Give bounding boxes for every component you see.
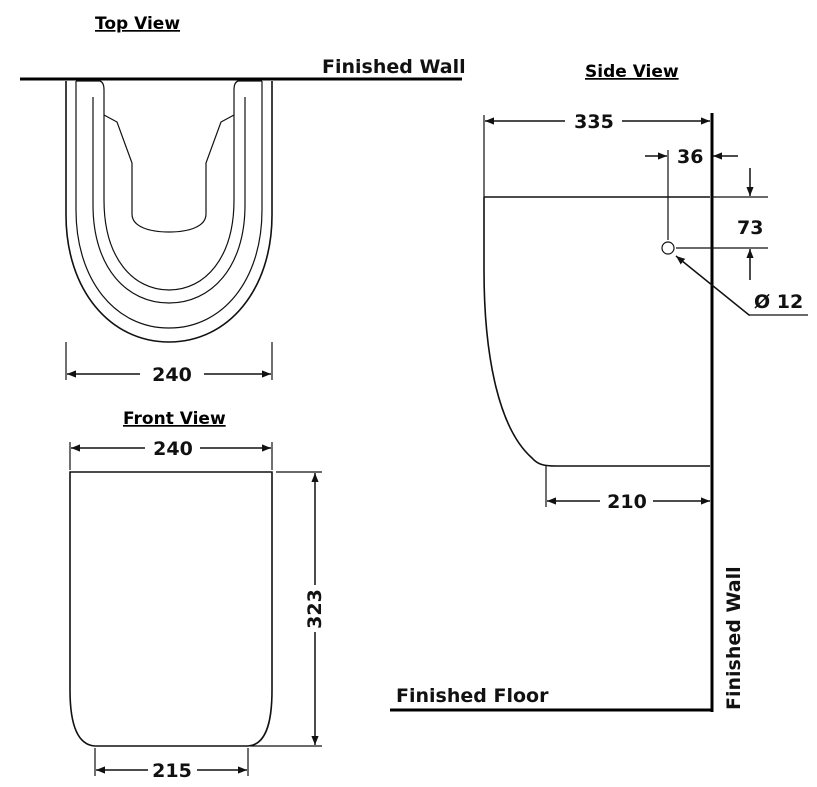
front-view-bottom-width-dim: 215 — [152, 760, 192, 782]
side-view-floor-label: Finished Floor — [396, 685, 549, 707]
top-view-tap-deck — [103, 114, 235, 233]
front-view: Front View 240 323 215 — [69, 409, 326, 782]
side-view-hole-drop-dim: 73 — [737, 217, 763, 239]
side-view-tap-hole — [661, 241, 675, 255]
top-view-width-dim: 240 — [152, 364, 192, 386]
top-view-bowl-inner-2 — [103, 97, 235, 291]
top-view-bowl-inner — [92, 97, 246, 304]
top-view-title: Top View — [95, 14, 180, 34]
side-view-base-depth-dim: 210 — [607, 491, 647, 513]
side-view-wall-label: Finished Wall — [723, 566, 745, 710]
top-view-flange-right — [233, 80, 262, 97]
side-view-title: Side View — [585, 62, 679, 82]
side-view-basin-profile — [483, 196, 710, 467]
side-view-depth-dim: 335 — [574, 111, 614, 133]
front-view-top-width-dim: 240 — [153, 438, 193, 460]
top-view-basin-outer — [65, 81, 273, 343]
top-view-wall-label: Finished Wall — [322, 56, 466, 78]
front-view-title: Front View — [123, 409, 226, 429]
side-view-hole-offset-dim: 36 — [677, 146, 703, 168]
side-view: Side View Finished Wall Finished Floor 3… — [390, 62, 808, 712]
side-view-diameter-leader — [675, 255, 750, 316]
front-view-height-dim: 323 — [304, 589, 326, 629]
top-view: Top View Finished Wall 240 — [20, 14, 466, 386]
top-view-basin-rim — [75, 81, 263, 329]
front-view-basin-outline — [69, 471, 273, 747]
side-view-hole-diameter-dim: Ø 12 — [754, 291, 803, 313]
top-view-flange-left — [76, 80, 105, 97]
